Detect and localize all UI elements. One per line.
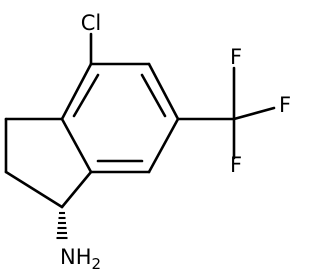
molecule-structure: Cl F F F NH2 — [4, 11, 291, 271]
amine-n: N — [60, 245, 76, 269]
bond-c2-c1 — [4, 170, 64, 209]
bond-c5-c6-inner — [140, 73, 167, 118]
hashed-wedge-bond — [56, 211, 68, 240]
bond-c3a-c4-inner — [72, 73, 100, 118]
bond-c5-c6 — [147, 62, 180, 121]
fluorine-bottom-label: F — [230, 153, 242, 177]
amine-h-count: 2 — [92, 255, 102, 271]
bond-c1-c7a — [60, 170, 93, 209]
chlorine-label: Cl — [81, 11, 102, 35]
bond-c6-c7 — [147, 117, 180, 174]
bond-c7a-c3a — [60, 117, 93, 174]
amine-h: H — [76, 245, 92, 269]
bond-c3a-c4 — [60, 62, 93, 121]
amine-label: NH2 — [60, 245, 101, 271]
fluorine-top-label: F — [230, 45, 242, 69]
bond-cf3-f-right — [232, 106, 276, 121]
fluorine-right-label: F — [279, 93, 291, 117]
